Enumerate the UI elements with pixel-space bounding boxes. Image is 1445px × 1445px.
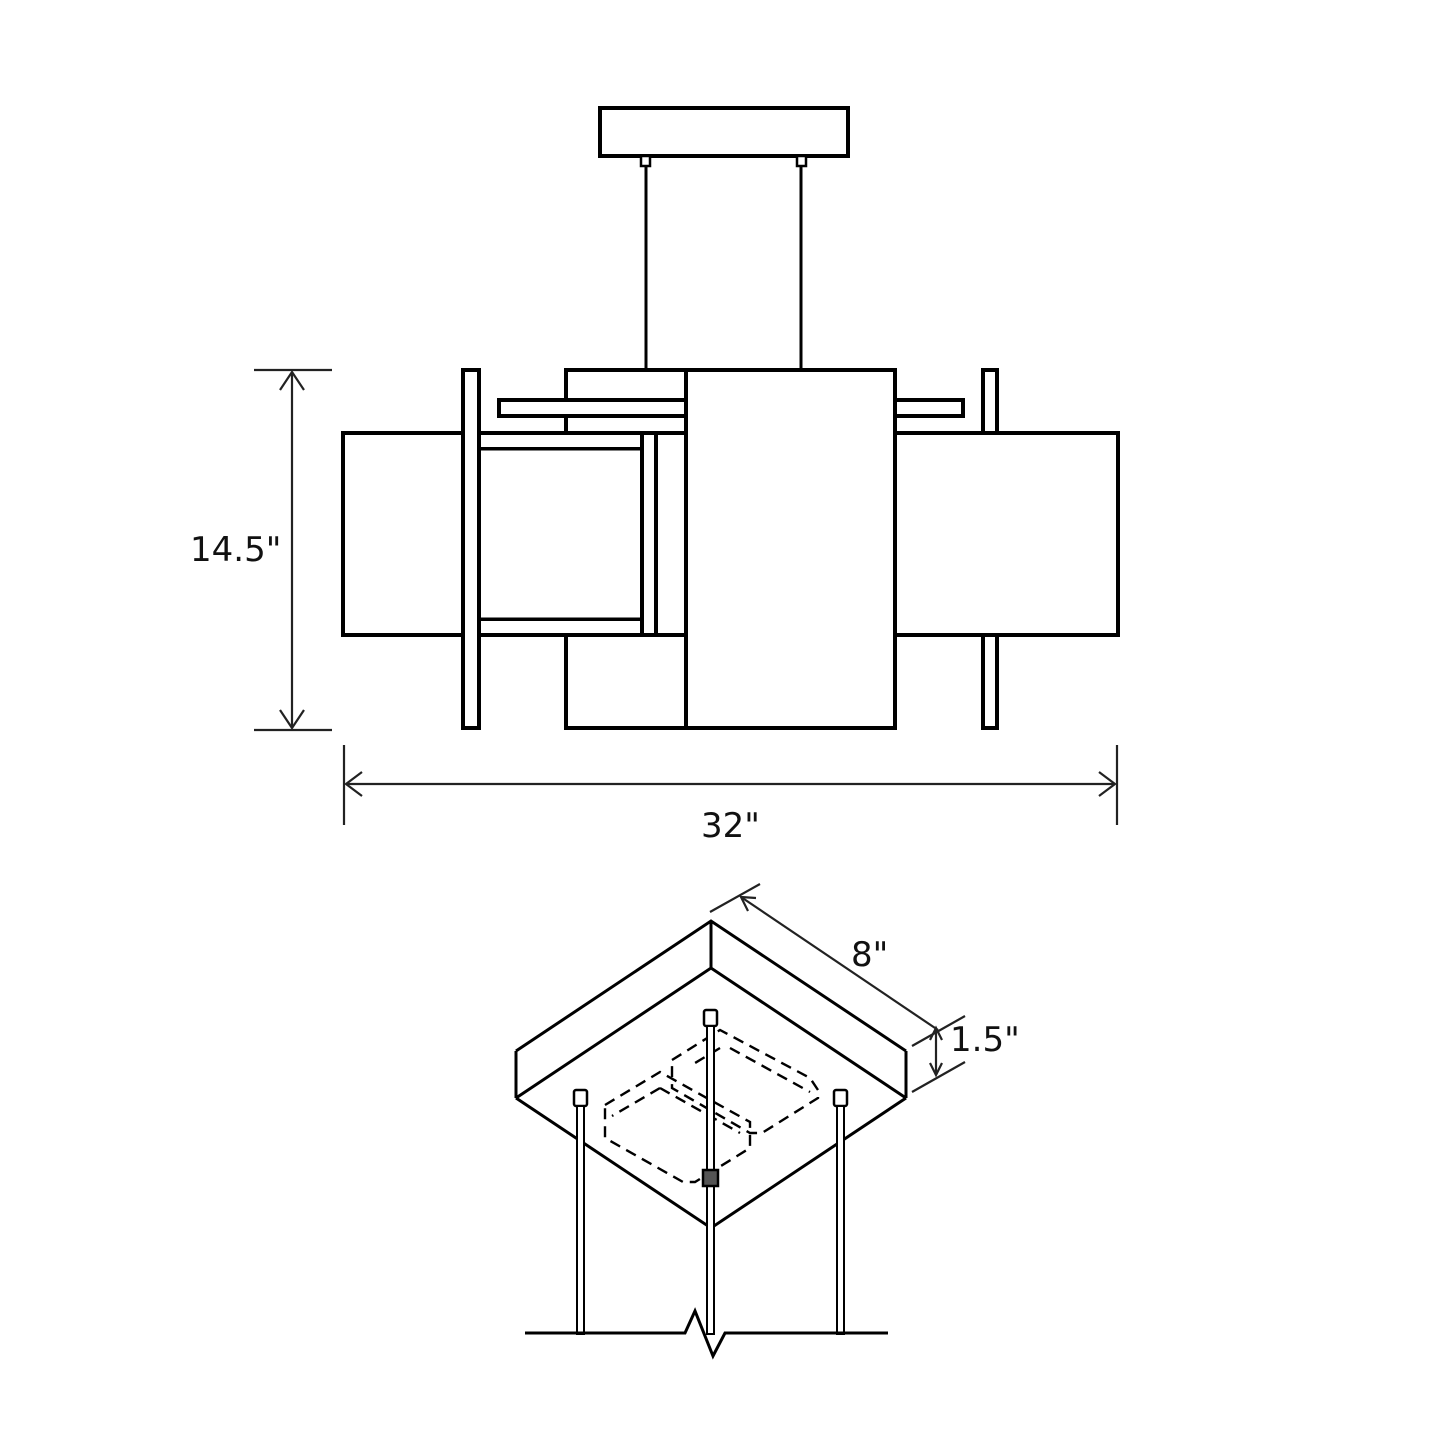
rod-left bbox=[576, 1105, 585, 1335]
canopy-isometric bbox=[514, 919, 908, 1360]
inner-frame-window bbox=[477, 447, 645, 621]
vertical-bar-right-upper bbox=[981, 368, 999, 435]
arrow-down-icon bbox=[279, 709, 305, 730]
canopy-depth-dimension bbox=[911, 1025, 966, 1093]
vertical-bar-left bbox=[461, 368, 481, 730]
width-label: 32" bbox=[701, 806, 760, 846]
inner-frame-rail-top bbox=[475, 431, 647, 451]
canopy-side-dimension bbox=[709, 883, 966, 1047]
hidden-junction-box-rear bbox=[670, 1028, 820, 1135]
rod-cap-right bbox=[832, 1088, 849, 1108]
cable-clamp-right bbox=[795, 154, 808, 168]
arrow-left-icon bbox=[344, 771, 363, 797]
front-panel bbox=[684, 368, 897, 730]
shade-left bbox=[341, 431, 479, 637]
crossbar-left bbox=[497, 398, 701, 418]
front-elevation bbox=[341, 106, 1120, 730]
arrow-up-icon bbox=[279, 370, 305, 391]
hidden-junction-box-front bbox=[603, 1070, 752, 1184]
height-label: 14.5" bbox=[190, 530, 282, 570]
rod-cap-back bbox=[702, 1008, 719, 1028]
arrow-right-icon bbox=[1098, 771, 1117, 797]
shade-right bbox=[888, 431, 1120, 637]
height-dimension bbox=[254, 368, 332, 732]
canopy-depth-label: 1.5" bbox=[950, 1020, 1020, 1060]
rod-cap-left bbox=[572, 1088, 589, 1108]
break-line bbox=[525, 1307, 888, 1360]
inner-frame-post bbox=[640, 431, 658, 637]
canopy-side-label: 8" bbox=[851, 935, 889, 975]
cable-clamp-left bbox=[639, 154, 652, 168]
vertical-bar-right-lower bbox=[981, 633, 999, 730]
rod-clip-back bbox=[701, 1168, 720, 1188]
canopy bbox=[598, 106, 850, 158]
width-dimension bbox=[342, 745, 1119, 825]
inner-frame-rail-bottom bbox=[475, 617, 647, 637]
rod-right bbox=[836, 1105, 845, 1335]
